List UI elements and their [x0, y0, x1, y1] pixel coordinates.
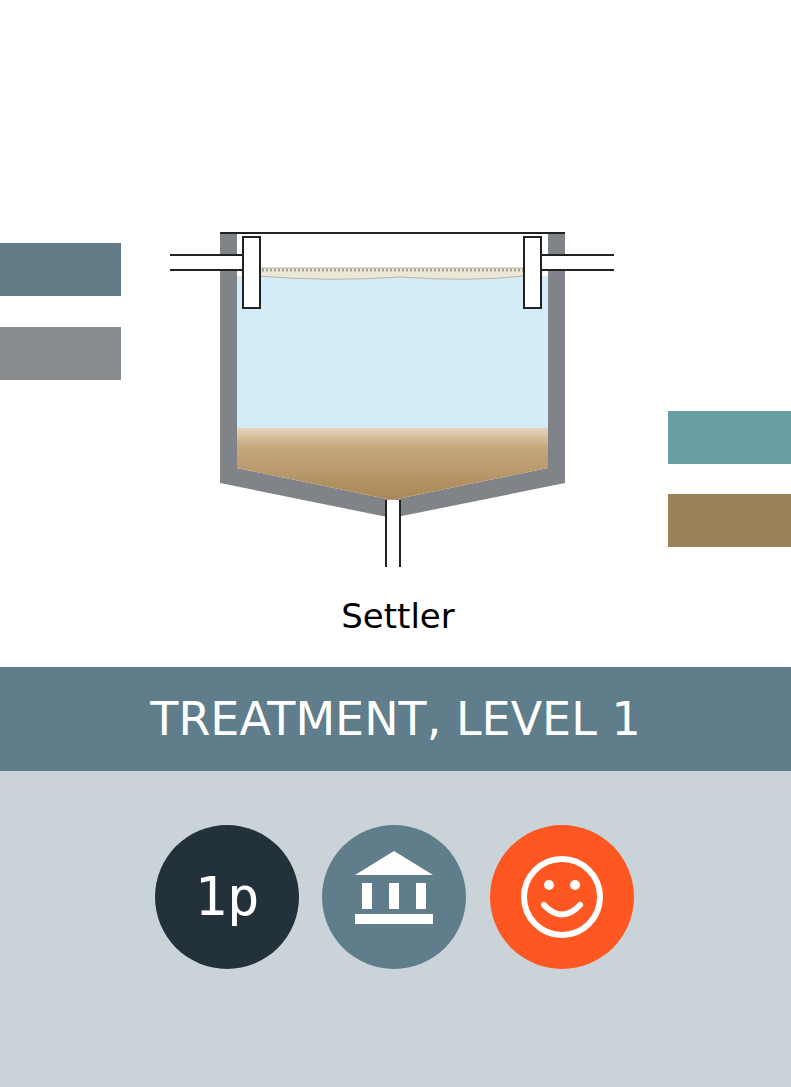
- pipe-line: [399, 500, 401, 567]
- bank-column: [362, 883, 372, 909]
- bank-roof: [355, 851, 433, 875]
- part-name: Settler: [341, 598, 455, 635]
- color-bar: [0, 327, 121, 380]
- bank-base: [355, 914, 433, 924]
- face-smile: [544, 905, 580, 915]
- face-eye: [570, 880, 580, 890]
- tank-inner: [237, 233, 548, 500]
- bank-column: [389, 883, 399, 909]
- node-text: TREATMENT, LEVEL 1: [150, 694, 640, 745]
- water: [237, 276, 548, 430]
- baffle: [524, 237, 541, 308]
- color-bar: [0, 243, 121, 296]
- smiley-icon: [490, 825, 634, 969]
- pipe-line: [170, 269, 244, 271]
- node-text: 1p: [194, 867, 259, 926]
- icon-circle: [322, 825, 466, 969]
- baffle: [243, 237, 260, 308]
- bank-icon: [322, 825, 466, 969]
- color-bar: [668, 411, 791, 464]
- pipe-line: [385, 500, 387, 567]
- cost-circle: 1p: [155, 825, 299, 969]
- icon-circle: [490, 825, 634, 969]
- settler-illustration: [170, 233, 614, 567]
- sludge: [237, 428, 548, 500]
- inlet-pipe: [170, 255, 246, 270]
- bottom-panel: [0, 771, 791, 1087]
- face-outline: [524, 859, 600, 935]
- level-band: TREATMENT, LEVEL 1: [0, 667, 791, 771]
- bank-column: [416, 883, 426, 909]
- outlet-pipe: [540, 255, 614, 270]
- face-eye: [544, 880, 554, 890]
- scum-texture: [258, 269, 524, 272]
- pipe-line: [542, 254, 614, 256]
- pipe-line: [170, 254, 244, 256]
- pipe-line: [542, 269, 614, 271]
- color-bar: [668, 494, 791, 547]
- scum-layer: [258, 268, 524, 279]
- drain-pipe: [386, 500, 400, 567]
- tank-top: [220, 232, 565, 234]
- tank-wall: [220, 233, 565, 518]
